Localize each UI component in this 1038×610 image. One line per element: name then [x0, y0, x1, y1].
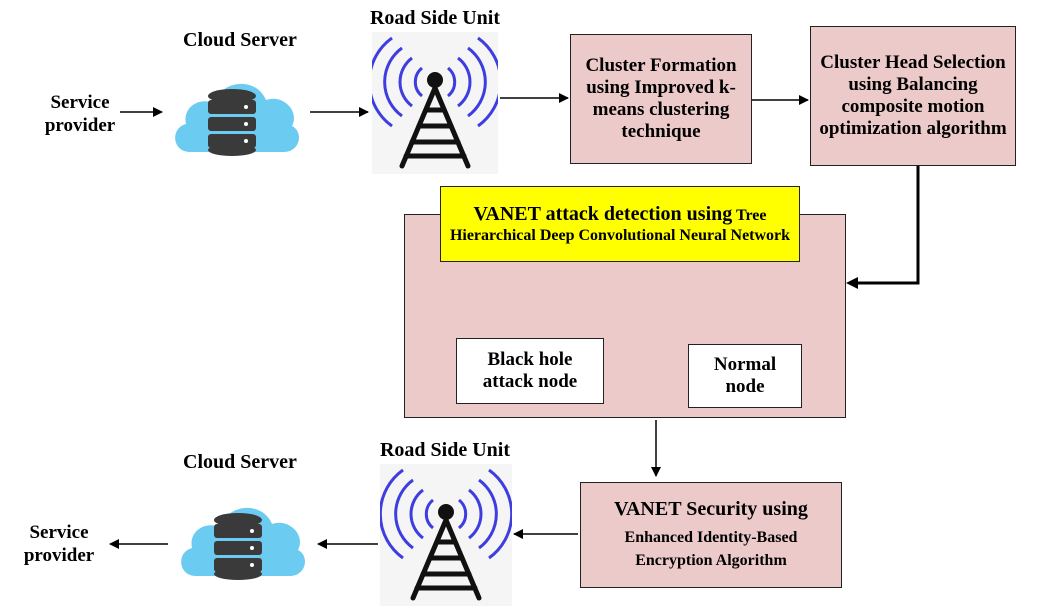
arrow-head-to-detection-tip: [846, 277, 858, 289]
road-side-unit-label-top: Road Side Unit: [369, 7, 501, 29]
cloud-server-label-bottom: Cloud Server: [183, 451, 297, 473]
attack-detection-title-strong: VANET attack detection using: [473, 203, 733, 226]
attack-detection-title-box: VANET attack detection using Tree Hierar…: [440, 186, 800, 262]
road-side-unit-label-bottom: Road Side Unit: [379, 439, 511, 461]
service-provider-label-top: Service provider: [44, 92, 116, 136]
radio-tower-icon: [372, 36, 498, 169]
cloud-server-label-top: Cloud Server: [183, 29, 297, 51]
cloud-database-icon: [181, 507, 305, 580]
vanet-security-title: VANET Security using: [614, 498, 808, 521]
cluster-formation-box: Cluster Formation using Improved k-means…: [570, 34, 752, 164]
normal-node-box: Normal node: [688, 344, 802, 408]
attack-detection-title-rest: Tree Hierarchical Deep Convolutional Neu…: [449, 207, 791, 245]
service-provider-label-bottom: Service provider: [23, 522, 95, 566]
radio-tower-icon: [380, 468, 512, 601]
arrow-head-to-detection: [852, 166, 920, 285]
cluster-head-selection-box: Cluster Head Selection using Balancing c…: [810, 26, 1016, 166]
cluster-formation-text: Cluster Formation using Improved k-means…: [585, 55, 737, 142]
attack-detection-title: VANET attack detection using Tree Hierar…: [445, 202, 795, 245]
cloud-database-icon: [175, 83, 299, 156]
vanet-security-box: VANET Security using Enhanced Identity-B…: [580, 482, 842, 588]
black-hole-node-box: Black hole attack node: [456, 338, 604, 404]
normal-node-text: Normal node: [713, 354, 777, 397]
vanet-security-subtitle: Enhanced Identity-Based Encryption Algor…: [624, 529, 798, 569]
black-hole-node-text: Black hole attack node: [482, 349, 578, 392]
cluster-head-selection-text: Cluster Head Selection using Balancing c…: [819, 52, 1007, 139]
